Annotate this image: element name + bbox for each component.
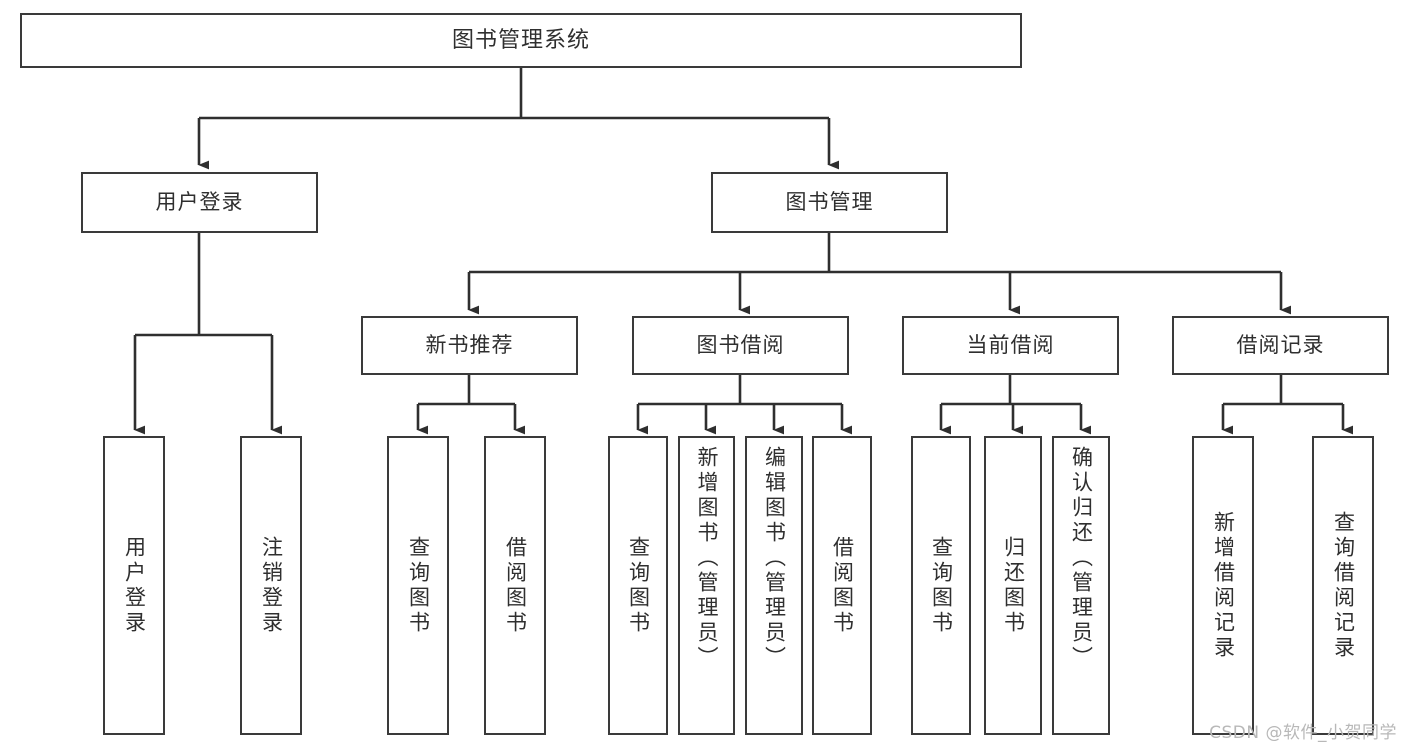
node-book-borrow[interactable]: 图书借阅 — [632, 316, 849, 375]
node-leaf-edit-book-label: 编辑图书（管理员） — [762, 446, 787, 671]
node-leaf-return-book-label: 归还图书 — [1001, 535, 1026, 636]
node-leaf-query-book-rec[interactable]: 查询图书 — [387, 436, 449, 735]
node-book-manage[interactable]: 图书管理 — [711, 172, 948, 233]
node-leaf-user-login-label: 用户登录 — [122, 535, 147, 636]
node-current-borrow-label: 当前借阅 — [966, 333, 1055, 358]
node-leaf-query-book-cb[interactable]: 查询图书 — [911, 436, 971, 735]
node-leaf-query-record-label: 查询借阅记录 — [1331, 510, 1356, 661]
node-book-manage-label: 图书管理 — [785, 190, 874, 215]
node-user-login-label: 用户登录 — [155, 190, 244, 215]
node-leaf-add-book-label: 新增图书（管理员） — [695, 446, 719, 671]
node-leaf-edit-book[interactable]: 编辑图书（管理员） — [745, 436, 803, 735]
node-leaf-query-record[interactable]: 查询借阅记录 — [1312, 436, 1374, 735]
node-root[interactable]: 图书管理系统 — [20, 13, 1022, 68]
node-leaf-return-book[interactable]: 归还图书 — [984, 436, 1042, 735]
node-leaf-borrow-book-br-label: 借阅图书 — [830, 535, 855, 636]
node-user-login[interactable]: 用户登录 — [81, 172, 318, 233]
node-leaf-user-login[interactable]: 用户登录 — [103, 436, 165, 735]
node-current-borrow[interactable]: 当前借阅 — [902, 316, 1119, 375]
node-leaf-borrow-book-rec[interactable]: 借阅图书 — [484, 436, 546, 735]
node-leaf-query-book-br-label: 查询图书 — [626, 535, 651, 636]
node-leaf-borrow-book-rec-label: 借阅图书 — [503, 535, 528, 636]
node-leaf-query-book-br[interactable]: 查询图书 — [608, 436, 668, 735]
node-book-borrow-label: 图书借阅 — [696, 333, 785, 358]
node-leaf-borrow-book-br[interactable]: 借阅图书 — [812, 436, 872, 735]
node-leaf-logout[interactable]: 注销登录 — [240, 436, 302, 735]
node-leaf-query-book-cb-label: 查询图书 — [929, 535, 954, 636]
node-leaf-query-book-rec-label: 查询图书 — [406, 535, 431, 636]
node-leaf-add-book[interactable]: 新增图书（管理员） — [678, 436, 735, 735]
node-leaf-add-record-label: 新增借阅记录 — [1211, 510, 1236, 661]
node-borrow-record[interactable]: 借阅记录 — [1172, 316, 1389, 375]
node-root-label: 图书管理系统 — [451, 27, 590, 53]
node-leaf-confirm-return[interactable]: 确认归还（管理员） — [1052, 436, 1110, 735]
node-leaf-confirm-return-label: 确认归还（管理员） — [1069, 446, 1094, 671]
node-new-book-recommend-label: 新书推荐 — [425, 333, 514, 358]
node-leaf-add-record[interactable]: 新增借阅记录 — [1192, 436, 1254, 735]
node-borrow-record-label: 借阅记录 — [1236, 333, 1325, 358]
node-new-book-recommend[interactable]: 新书推荐 — [361, 316, 578, 375]
node-leaf-logout-label: 注销登录 — [259, 535, 284, 636]
